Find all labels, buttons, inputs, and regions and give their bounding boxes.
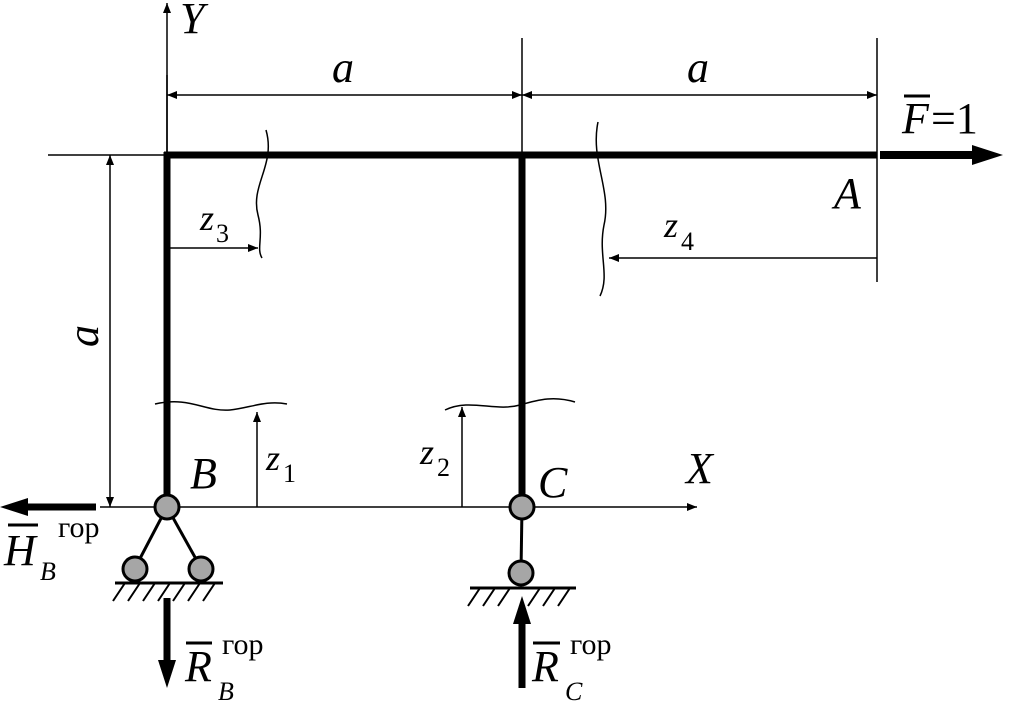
svg-text:z: z <box>199 198 214 238</box>
hinge-c-lower <box>507 559 535 587</box>
point-label-a: A <box>831 169 862 218</box>
force-label: F =1 <box>901 94 978 143</box>
point-label-c: C <box>538 458 568 507</box>
force-arrow <box>880 145 1003 165</box>
dimension-label-top-right: a <box>687 43 709 92</box>
svg-text:R: R <box>184 642 212 691</box>
svg-text:4: 4 <box>681 227 694 256</box>
z2-label: z 2 <box>419 432 450 482</box>
reaction-r-c-arrow <box>513 596 531 688</box>
z4-label: z 4 <box>663 205 694 256</box>
hinge-c <box>508 493 536 521</box>
svg-text:B: B <box>40 557 56 586</box>
dimension-label-left: a <box>59 325 108 347</box>
svg-text:гор: гор <box>222 628 264 661</box>
svg-text:z: z <box>265 438 280 478</box>
point-label-b: B <box>190 449 217 498</box>
z1-label: z 1 <box>265 438 296 488</box>
svg-text:C: C <box>565 677 583 704</box>
hinge-b <box>153 493 181 521</box>
svg-text:R: R <box>531 642 559 691</box>
section-cut-z4 <box>595 121 607 297</box>
svg-text:F: F <box>901 94 930 143</box>
section-cut-z3 <box>255 129 270 259</box>
reaction-r-b-label: R B гор <box>184 628 264 704</box>
dimension-label-top-left: a <box>332 43 354 92</box>
hinge-b-lower-left <box>121 555 149 583</box>
section-cut-z2 <box>444 397 576 411</box>
x-axis-label: X <box>684 444 715 493</box>
support-b <box>112 506 223 602</box>
hinge-b-lower-right <box>187 555 215 583</box>
frame-members <box>163 151 877 507</box>
reaction-h-b-label: H B гор <box>3 511 100 586</box>
reaction-h-b-arrow <box>0 498 96 516</box>
svg-text:гор: гор <box>58 511 100 544</box>
z3-label: z 3 <box>199 198 229 248</box>
svg-text:3: 3 <box>216 219 229 248</box>
reaction-r-c-label: R C гор <box>531 628 612 704</box>
reaction-r-b-arrow <box>158 598 176 688</box>
section-cuts <box>154 121 607 411</box>
svg-text:H: H <box>3 526 38 575</box>
svg-text:z: z <box>419 432 434 472</box>
svg-text:1: 1 <box>283 459 296 488</box>
svg-text:=1: =1 <box>931 94 978 143</box>
svg-text:z: z <box>663 205 678 245</box>
y-axis-label: Y <box>180 0 209 43</box>
support-c <box>467 506 576 607</box>
svg-text:гор: гор <box>570 628 612 661</box>
svg-text:B: B <box>218 677 234 704</box>
svg-text:2: 2 <box>437 453 450 482</box>
section-cut-z1 <box>154 400 288 411</box>
